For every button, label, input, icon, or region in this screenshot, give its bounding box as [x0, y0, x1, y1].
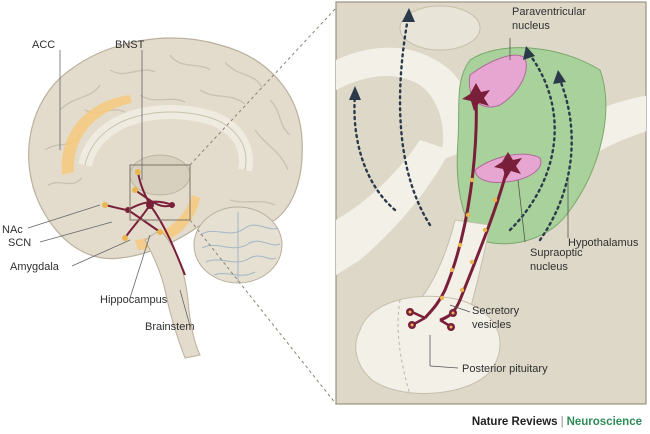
ventricle [399, 5, 481, 51]
inset-marker [129, 164, 191, 221]
right-leaders [429, 38, 569, 366]
cerebrum [28, 37, 303, 260]
label-hippocampus: Hippocampus [100, 294, 168, 306]
label-brainstem: Brainstem [145, 321, 195, 333]
nucleus-dots [102, 169, 163, 241]
dotted-arrows [353, 16, 573, 242]
neuron-somata [462, 83, 522, 179]
acc-region [61, 95, 133, 175]
label-bnst: BNST [115, 39, 145, 51]
label-posterior-pituitary: Posterior pituitary [462, 363, 548, 375]
posterior-pituitary [355, 295, 501, 394]
label-paraventricular-1: Paraventricular [512, 6, 586, 18]
gyri [44, 54, 291, 206]
left-leaders [27, 50, 191, 327]
label-supraoptic-2: nucleus [530, 261, 568, 273]
brain-sagittal [28, 37, 303, 359]
fiber-tract-lower [336, 140, 450, 275]
fiber-tract-upper [336, 47, 474, 160]
cerebellum [193, 206, 283, 284]
journal-name: Nature Reviews [471, 416, 558, 428]
label-supraoptic-1: Supraoptic [530, 247, 583, 259]
inset-panel [335, 1, 647, 405]
footer-separator: | [560, 416, 564, 428]
label-amygdala: Amygdala [10, 261, 60, 273]
journal-footer: Nature Reviews|Neuroscience [472, 416, 642, 428]
label-nac: NAc [2, 224, 23, 236]
label-scn: SCN [8, 237, 31, 249]
arrowheads [349, 8, 566, 100]
label-secretory-1: Secretory [472, 305, 520, 317]
neuron-bodies [125, 201, 175, 213]
brainstem [144, 229, 201, 359]
label-secretory-2: vesicles [472, 319, 512, 331]
journal-section: Neuroscience [566, 416, 642, 428]
label-hypothalamus: Hypothalamus [568, 237, 639, 249]
secretory-dots [439, 177, 498, 301]
axon-terminals [406, 308, 457, 331]
label-paraventricular-2: nucleus [512, 20, 550, 32]
label-acc: ACC [32, 39, 55, 51]
